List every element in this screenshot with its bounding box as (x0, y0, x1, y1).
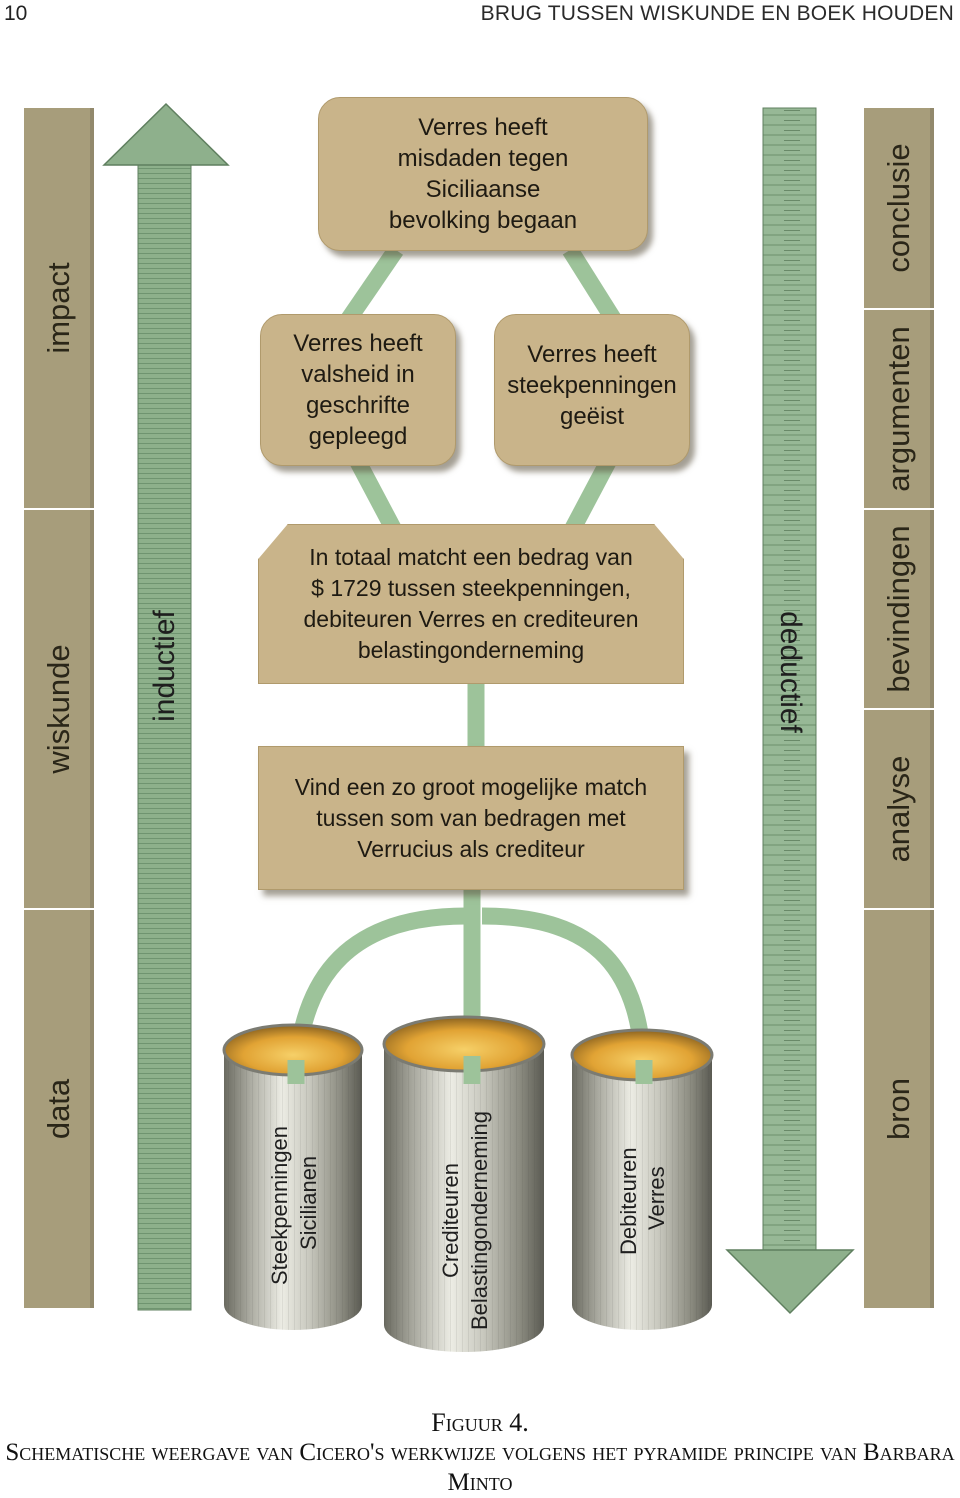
box-top-conclusion: Verres heeft misdaden tegen Siciliaanse … (318, 97, 648, 251)
box-line: Verres heeft (418, 114, 548, 141)
box-line: gepleegd (308, 423, 408, 450)
cylinder-label-line: Verres (644, 1166, 669, 1230)
segment-analyse: analyse (864, 710, 934, 910)
box-line: tussen som van bedragen met (316, 804, 626, 831)
segment-argumenten: argumenten (864, 310, 934, 510)
segment-bron: bron (864, 910, 934, 1308)
left-column-bar: impact wiskunde data (24, 108, 94, 1308)
box-line: Siciliaanse (425, 176, 541, 203)
inductief-arrow (102, 102, 230, 1311)
page-number: 10 (4, 2, 28, 25)
box-line: debiteuren Verres en crediteuren (303, 606, 639, 632)
box-line: bevolking begaan (388, 207, 578, 234)
box-line: Vind een zo groot mogelijke match (294, 773, 648, 800)
cylinder-label-line: Debiteuren (616, 1147, 641, 1255)
cylinder-label-line: Belastingonderneming (467, 1111, 492, 1330)
figure-caption: Schematische weergave van Cicero's werkw… (5, 1439, 955, 1496)
figure-number: Figuur 4. (431, 1408, 529, 1437)
segment-wiskunde: wiskunde (24, 510, 94, 910)
cylinder-label-line: Crediteuren (438, 1163, 463, 1278)
cylinder-label-line: Sicilianen (296, 1156, 321, 1250)
page-header: 10 BRUG TUSSEN WISKUNDE EN BOEK HOUDEN (0, 0, 960, 30)
box-right-argument: Verres heeft steekpenningen geëist (494, 314, 690, 466)
deductief-label: deductief (774, 611, 807, 733)
right-column-bar: conclusie argumenten bevindingen analyse… (864, 108, 934, 1308)
box-line: Verrucius als crediteur (357, 835, 585, 862)
running-title: BRUG TUSSEN WISKUNDE EN BOEK HOUDEN (480, 2, 954, 25)
box-line: $ 1729 tussen steekpenningen, (311, 575, 631, 601)
inductief-label: inductief (148, 610, 181, 722)
box-left-argument: Verres heeft valsheid in geschrifte gepl… (260, 314, 456, 466)
segment-conclusie: conclusie (864, 108, 934, 310)
deductief-arrow (725, 107, 855, 1315)
connector-ends (287, 1056, 653, 1084)
box-line: Verres heeft (527, 341, 657, 368)
box-line: misdaden tegen (397, 145, 569, 172)
box-line: valsheid in (301, 361, 415, 388)
cylinder-steekpenningen (222, 1023, 364, 1330)
box-line: steekpenningen (507, 372, 677, 399)
box-line: geschrifte (305, 392, 411, 419)
box-middle-finding: In totaal matcht een bedrag van $ 1729 t… (258, 524, 684, 684)
box-line: geëist (559, 403, 625, 430)
cylinder-debiteuren (570, 1028, 714, 1330)
box-line: Verres heeft (293, 330, 423, 357)
cylinder-label-line: Steekpenningen (267, 1126, 292, 1285)
box-line: In totaal matcht een bedrag van (309, 544, 633, 570)
segment-bevindingen: bevindingen (864, 510, 934, 710)
box-line: belastingonderneming (357, 637, 585, 663)
box-bottom-analysis: Vind een zo groot mogelijke match tussen… (258, 746, 684, 890)
cylinder-crediteuren (382, 1015, 546, 1352)
segment-impact: impact (24, 108, 94, 510)
segment-data: data (24, 910, 94, 1308)
